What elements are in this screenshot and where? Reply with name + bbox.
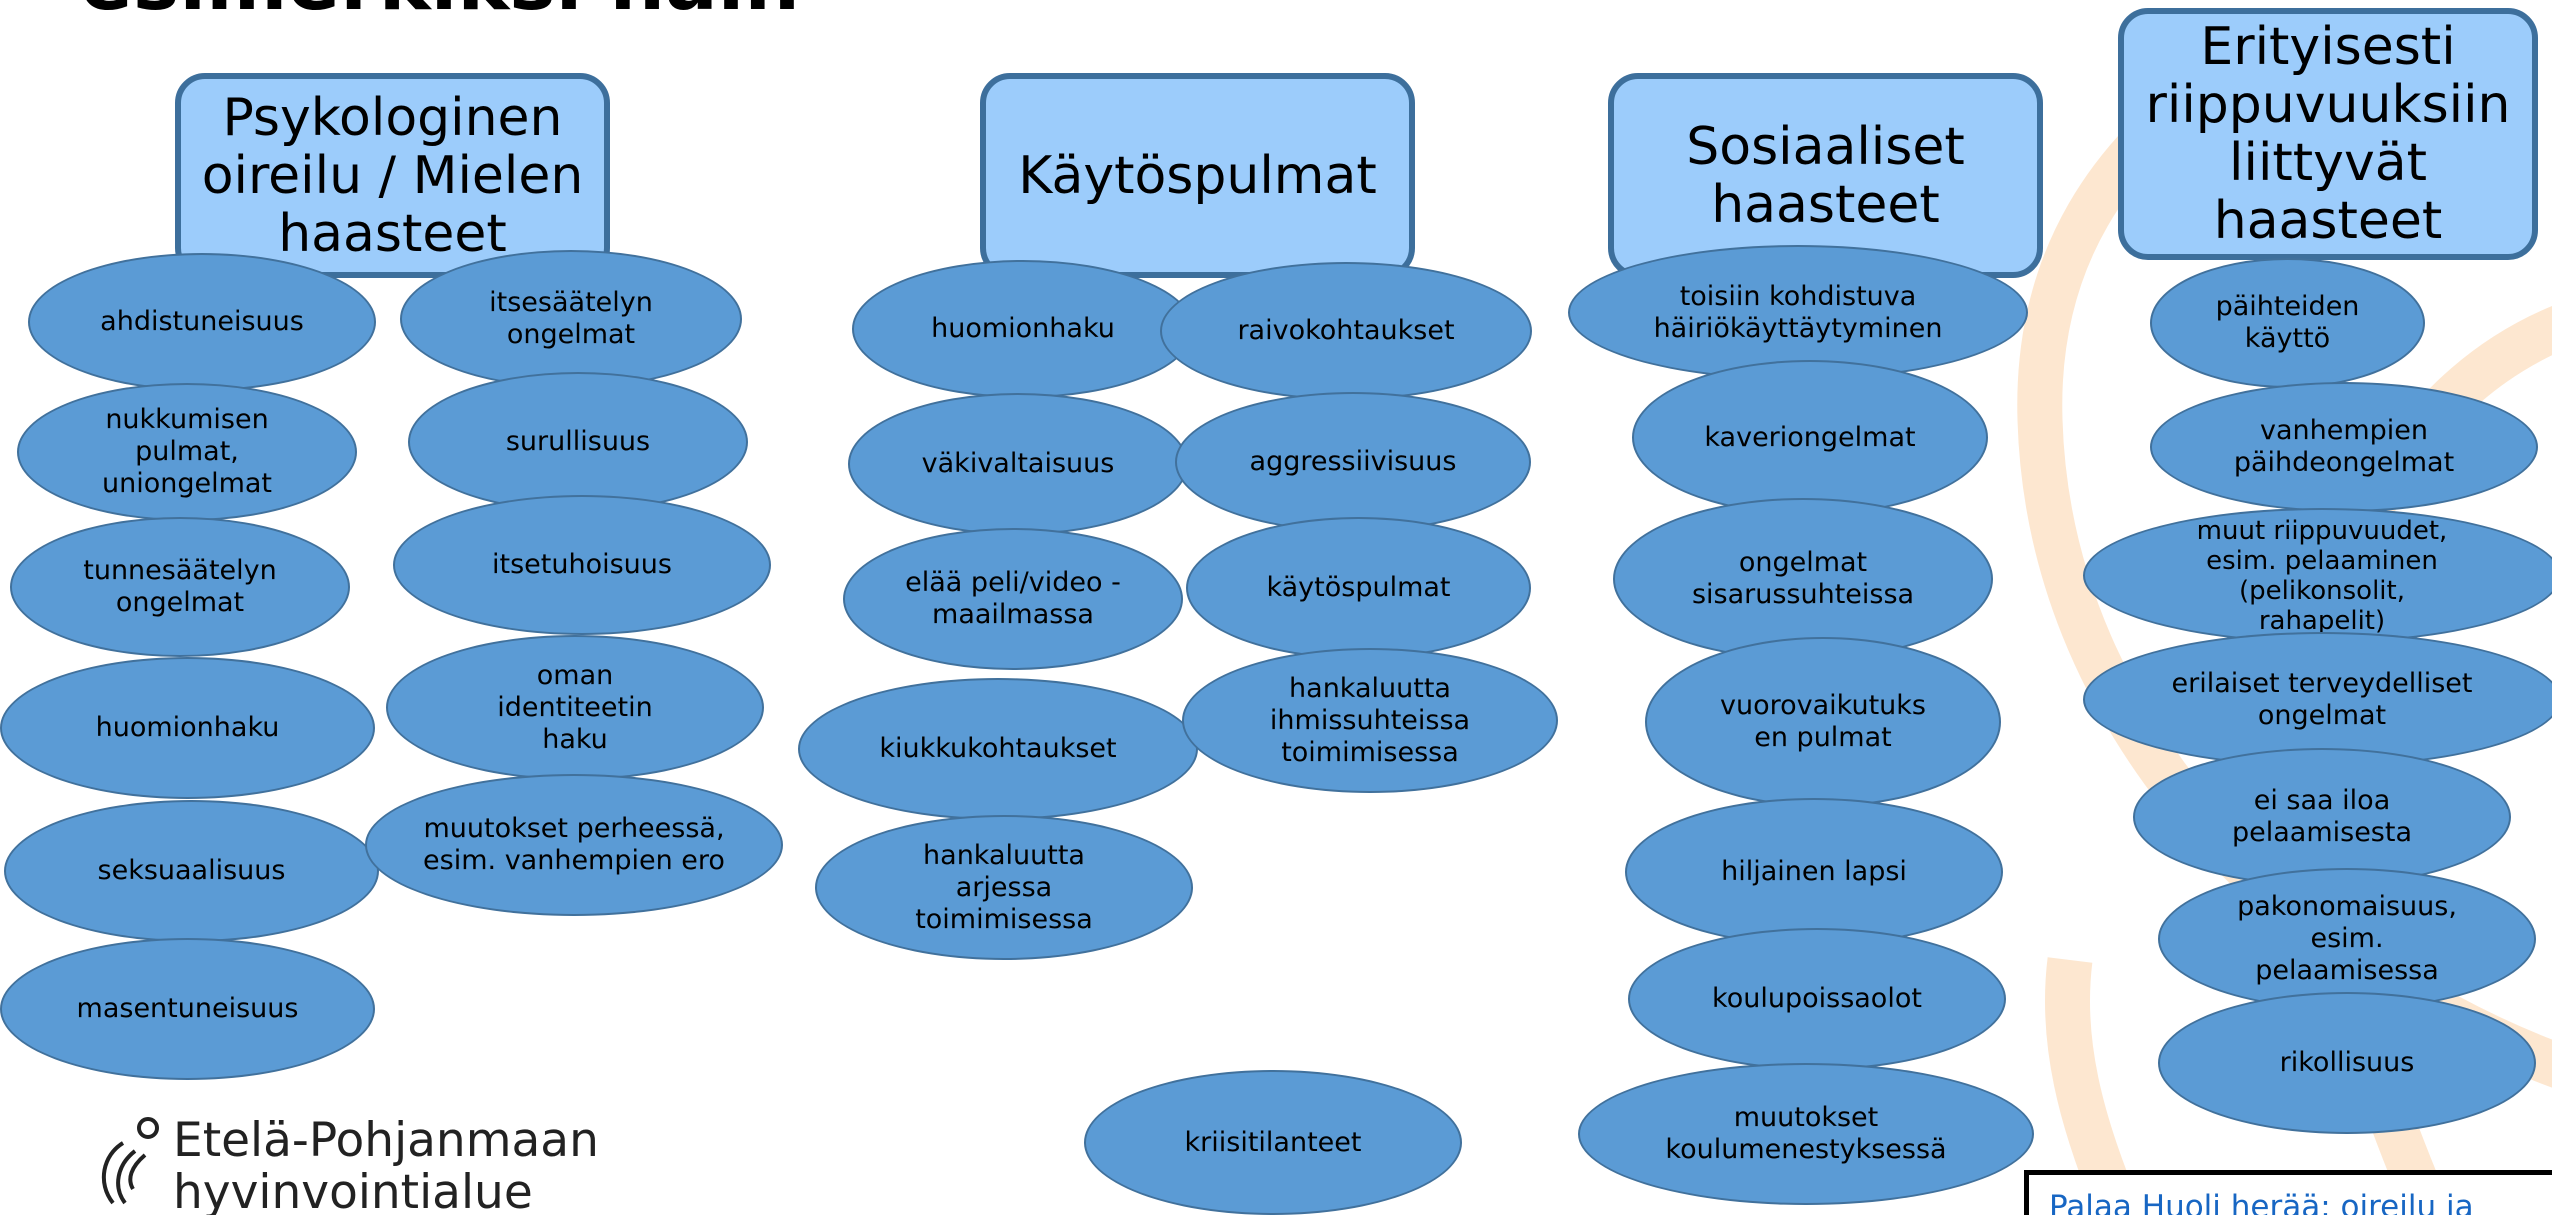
symptom-muutokset-koulumenestyksessa: muutokset koulumenestyksessä bbox=[1578, 1063, 2034, 1205]
symptom-aggressiivisuus: aggressiivisuus bbox=[1175, 392, 1531, 532]
back-link[interactable]: Palaa Huoli herää: oireilu ja bbox=[2049, 1189, 2474, 1215]
symptom-hankaluutta-ihmissuhteissa: hankaluutta ihmissuhteissa toimimisessa bbox=[1182, 648, 1558, 793]
symptom-nukkumisen-pulmat: nukkumisen pulmat, uniongelmat bbox=[17, 383, 357, 521]
category-header-sosiaaliset: Sosiaaliset haasteet bbox=[1608, 73, 2043, 278]
symptom-muutokset-perheessa: muutokset perheessä, esim. vanhempien er… bbox=[365, 774, 783, 916]
symptom-muut-riippuvuudet: muut riippuvuudet, esim. pelaaminen (pel… bbox=[2083, 508, 2552, 643]
symptom-oman-identiteetin-haku: oman identiteetin haku bbox=[386, 635, 764, 780]
back-link-box[interactable]: Palaa Huoli herää: oireilu ja bbox=[2024, 1170, 2552, 1215]
symptom-kaytospulmat: käytöspulmat bbox=[1186, 517, 1531, 659]
symptom-vanhempien-paihdeongelmat: vanhempien päihdeongelmat bbox=[2150, 382, 2538, 512]
symptom-huomionhaku-2: huomionhaku bbox=[852, 260, 1194, 398]
symptom-toisiin-kohdistuva-hairiokayttaytyminen: toisiin kohdistuva häiriökäyttäytyminen bbox=[1568, 245, 2028, 380]
category-header-psykologinen: Psykologinen oireilu / Mielen haasteet bbox=[175, 73, 610, 278]
symptom-kiukkukohtaukset: kiukkukohtaukset bbox=[798, 678, 1198, 820]
symptom-ahdistuneisuus: ahdistuneisuus bbox=[28, 253, 376, 391]
symptom-hankaluutta-arjessa: hankaluutta arjessa toimimisessa bbox=[815, 815, 1193, 960]
category-header-riippuvuudet: Erityisesti riippuvuuksiin liittyvät haa… bbox=[2118, 8, 2538, 260]
symptom-koulupoissaolot: koulupoissaolot bbox=[1628, 928, 2006, 1070]
symptom-hiljainen-lapsi: hiljainen lapsi bbox=[1625, 798, 2003, 946]
symptom-huomionhaku-1: huomionhaku bbox=[0, 657, 375, 799]
symptom-elaa-peli-video-maailmassa: elää peli/video -maailmassa bbox=[843, 528, 1183, 670]
symptom-vakivaltaisuus: väkivaltaisuus bbox=[848, 393, 1188, 535]
symptom-ongelmat-sisarussuhteissa: ongelmat sisarussuhteissa bbox=[1613, 498, 1993, 660]
symptom-surullisuus: surullisuus bbox=[408, 372, 748, 512]
symptom-itsesaatelyn-ongelmat: itsesäätelyn ongelmat bbox=[400, 250, 742, 388]
symptom-itsetuhoisuus: itsetuhoisuus bbox=[393, 495, 771, 635]
symptom-kriisitilanteet: kriisitilanteet bbox=[1084, 1070, 1462, 1215]
organization-logo: Etelä-Pohjanmaan hyvinvointialue bbox=[95, 1115, 599, 1215]
symptom-terveydelliset-ongelmat: erilaiset terveydelliset ongelmat bbox=[2083, 632, 2552, 767]
symptom-kaveriongelmat: kaveriongelmat bbox=[1632, 360, 1988, 515]
symptom-rikollisuus: rikollisuus bbox=[2158, 992, 2536, 1134]
symptom-pakonomaisuus: pakonomaisuus, esim. pelaamisessa bbox=[2158, 868, 2536, 1010]
symptom-raivokohtaukset: raivokohtaukset bbox=[1160, 262, 1532, 400]
symptom-tunnesaatelyn-ongelmat: tunnesäätelyn ongelmat bbox=[10, 517, 350, 657]
ep-logo-icon bbox=[102, 1117, 159, 1205]
symptom-seksuaalisuus: seksuaalisuus bbox=[4, 800, 379, 942]
symptom-masentuneisuus: masentuneisuus bbox=[0, 938, 375, 1080]
symptom-ei-saa-iloa-pelaamisesta: ei saa iloa pelaamisesta bbox=[2133, 748, 2511, 886]
symptom-vuorovaikutuksen-pulmat: vuorovaikutuks en pulmat bbox=[1645, 637, 2001, 807]
logo-text: Etelä-Pohjanmaan hyvinvointialue bbox=[173, 1113, 599, 1215]
category-header-kaytospulmat: Käytöspulmat bbox=[980, 73, 1415, 278]
symptom-paihteiden-kaytto: päihteiden käyttö bbox=[2150, 258, 2425, 388]
slide-title: esimerkiksi näin bbox=[80, 0, 800, 28]
